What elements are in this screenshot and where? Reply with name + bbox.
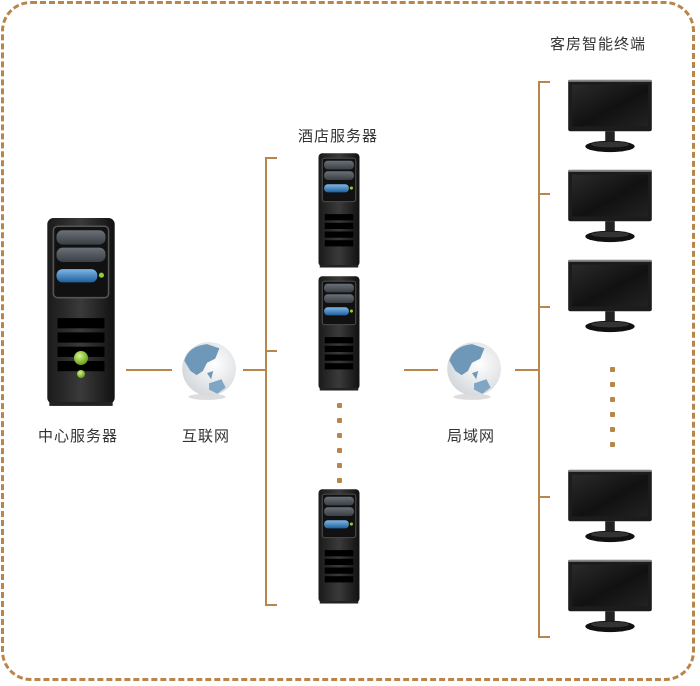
globe-icon (176, 340, 238, 402)
ellipsis-dot (610, 412, 615, 417)
bracket-tick (538, 306, 550, 308)
room-terminal-node[interactable] (566, 558, 654, 634)
bracket-tick (538, 496, 550, 498)
ellipsis-dot (337, 463, 342, 468)
bracket-tick (265, 350, 277, 352)
center-server-node[interactable] (43, 216, 119, 410)
hotel-server-node[interactable] (316, 275, 362, 393)
ellipsis-dot (610, 367, 615, 372)
lan-label: 局域网 (447, 427, 496, 445)
room-terminals-label: 客房智能终端 (550, 35, 647, 53)
hotel-server-node[interactable] (316, 152, 362, 270)
ellipsis-dot (337, 433, 342, 438)
ellipsis-dot (610, 397, 615, 402)
monitor-icon (566, 558, 654, 634)
ellipsis-dot (337, 418, 342, 423)
server-tower-icon (43, 216, 119, 410)
monitor-icon (566, 168, 654, 244)
room-terminal-node[interactable] (566, 168, 654, 244)
center-server-label: 中心服务器 (38, 427, 119, 445)
ellipsis-dot (610, 427, 615, 432)
internet-node[interactable] (176, 340, 238, 402)
hotel-server-node[interactable] (316, 488, 362, 606)
ellipsis-dot (337, 403, 342, 408)
lan-node[interactable] (441, 340, 503, 402)
ellipsis-dot (337, 448, 342, 453)
internet-label: 互联网 (182, 427, 231, 445)
globe-icon (441, 340, 503, 402)
connector-line (126, 369, 172, 371)
terminal-bracket-vertical (538, 81, 540, 638)
hotel-bracket-vertical (265, 157, 267, 606)
monitor-icon (566, 258, 654, 334)
room-terminal-node[interactable] (566, 258, 654, 334)
bracket-tick (265, 157, 277, 159)
ellipsis-dot (610, 382, 615, 387)
hotel-servers-label: 酒店服务器 (298, 127, 379, 145)
bracket-tick (538, 81, 550, 83)
ellipsis-dot (610, 442, 615, 447)
server-tower-icon (316, 275, 362, 393)
ellipsis-dot (337, 478, 342, 483)
monitor-icon (566, 78, 654, 154)
monitor-icon (566, 468, 654, 544)
server-tower-icon (316, 152, 362, 270)
bracket-tick (538, 636, 550, 638)
connector-line (243, 369, 267, 371)
room-terminal-node[interactable] (566, 468, 654, 544)
room-terminal-node[interactable] (566, 78, 654, 154)
bracket-tick (265, 604, 277, 606)
connector-line (404, 369, 438, 371)
connector-line (515, 369, 539, 371)
server-tower-icon (316, 488, 362, 606)
bracket-tick (538, 193, 550, 195)
